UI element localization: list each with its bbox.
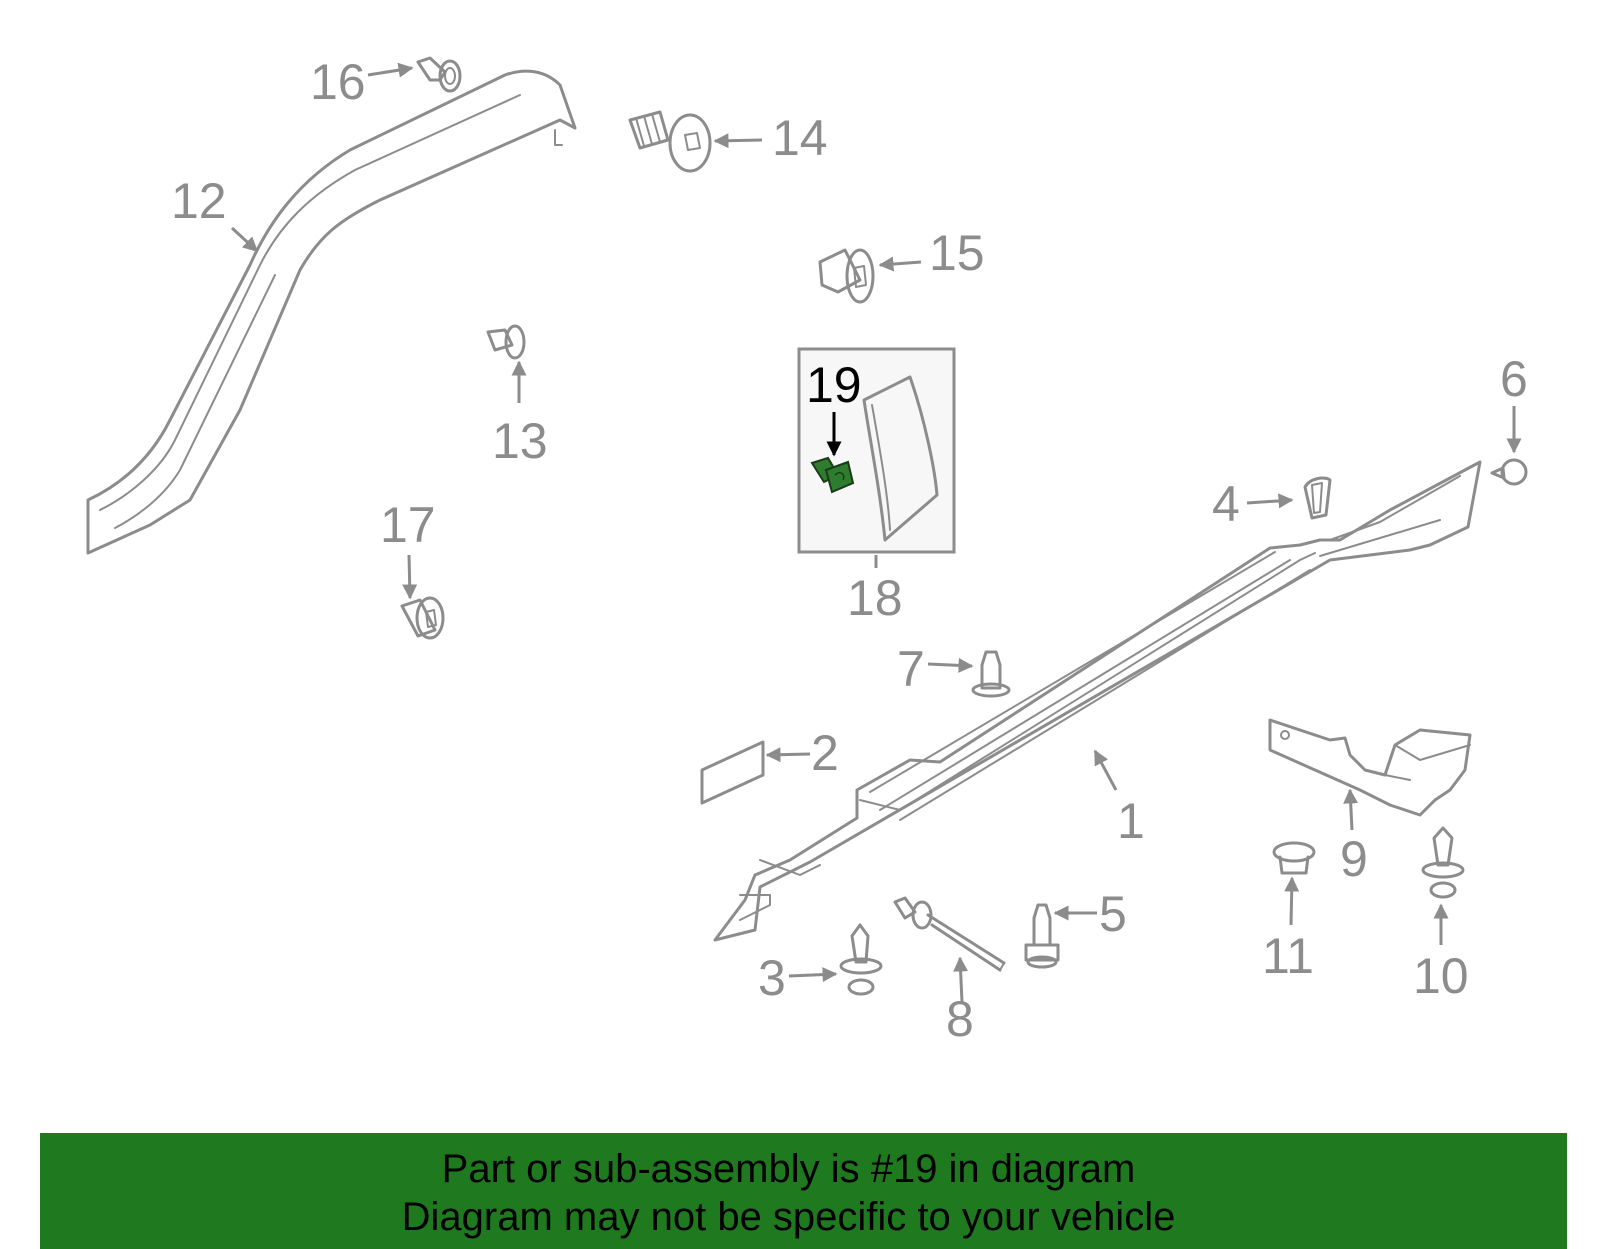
label-15: 15	[929, 225, 985, 281]
part-labels: 16 14 12 15 13 17 19 18 4 6 7 2 1 9 11 1…	[171, 54, 1528, 1047]
tape-part-2	[700, 740, 765, 805]
label-16: 16	[310, 54, 366, 110]
label-2: 2	[811, 725, 839, 781]
rivet-part-8	[893, 896, 1006, 972]
label-7: 7	[897, 641, 925, 697]
bolt-part-14	[628, 110, 712, 173]
clip-part-4	[1303, 476, 1332, 520]
bolt-part-5	[1024, 903, 1060, 969]
clip-part-15	[818, 248, 875, 304]
grommet-part-17	[400, 596, 445, 640]
bracket-part-9	[1268, 718, 1472, 817]
push-pin-part-10	[1421, 826, 1465, 899]
label-12: 12	[171, 173, 227, 229]
label-17: 17	[380, 497, 436, 553]
label-10: 10	[1413, 948, 1469, 1004]
label-1: 1	[1117, 793, 1145, 849]
label-4: 4	[1212, 476, 1240, 532]
banner-line-1: Part or sub-assembly is #19 in diagram	[441, 1147, 1136, 1191]
banner-line-2: Diagram may not be specific to your vehi…	[401, 1195, 1176, 1239]
nut-part-7	[971, 650, 1011, 698]
push-pin-part-3	[839, 923, 883, 996]
clip-part-19-highlighted[interactable]	[810, 456, 855, 494]
rocker-molding-part-1	[713, 460, 1482, 942]
leader-lines	[230, 62, 1522, 1003]
clip-part-6	[1490, 458, 1528, 486]
label-8: 8	[946, 991, 974, 1047]
pillar-trim-part-12	[86, 69, 577, 555]
label-3: 3	[758, 950, 786, 1006]
label-11: 11	[1262, 928, 1314, 984]
label-13: 13	[492, 413, 548, 469]
label-14: 14	[772, 110, 828, 166]
clip-part-16	[416, 56, 462, 93]
label-6: 6	[1500, 351, 1528, 407]
label-19[interactable]: 19	[806, 357, 862, 413]
push-pin-part-13	[486, 324, 526, 360]
label-5: 5	[1099, 886, 1127, 942]
label-9: 9	[1340, 831, 1368, 887]
label-18: 18	[847, 570, 903, 626]
grommet-part-11	[1272, 841, 1316, 875]
sub-assembly-box-part-18	[797, 347, 956, 554]
info-banner: Part or sub-assembly is #19 in diagram D…	[40, 1133, 1567, 1249]
